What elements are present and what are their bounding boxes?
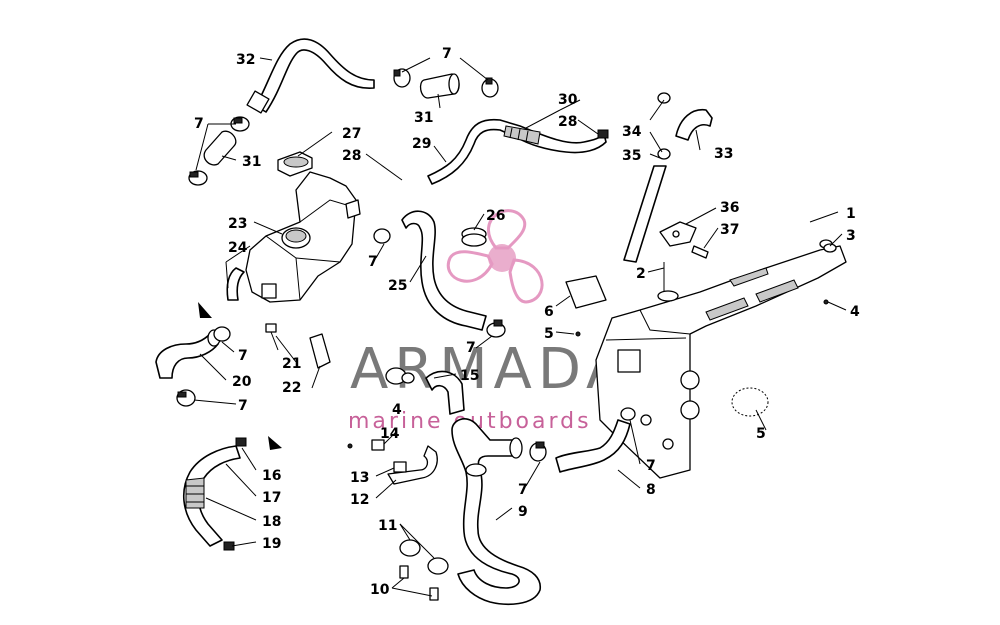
callout-19: 19 xyxy=(262,536,281,552)
callout-36: 36 xyxy=(720,200,739,216)
callout-31-top: 31 xyxy=(414,110,433,126)
hose-9 xyxy=(451,418,542,605)
bracket-36 xyxy=(659,221,697,247)
callout-11: 11 xyxy=(378,518,397,534)
callout-21: 21 xyxy=(282,356,301,372)
hose-25 xyxy=(401,210,487,331)
fastener-4-right xyxy=(823,299,829,305)
callout-15: 15 xyxy=(460,368,479,384)
clamps-34 xyxy=(657,92,671,160)
callout-5-center: 5 xyxy=(544,326,554,342)
callout-7-bottom: 7 xyxy=(518,482,528,498)
callout-17: 17 xyxy=(262,490,281,506)
bracket-22 xyxy=(309,333,331,369)
callout-27: 27 xyxy=(342,126,361,142)
callout-20: 20 xyxy=(232,374,252,390)
arrow-marker-upper xyxy=(198,302,212,318)
callout-4-right: 4 xyxy=(850,304,860,320)
callout-10: 10 xyxy=(370,582,390,598)
clamp-7-lower-right xyxy=(529,441,547,462)
hose-35 xyxy=(623,165,667,263)
coupler-31-top xyxy=(419,73,460,99)
leader-lines xyxy=(193,57,847,597)
callout-29: 29 xyxy=(412,136,431,152)
clamps-11 xyxy=(399,539,449,575)
pad-6 xyxy=(565,275,607,309)
callout-4-center: 4 xyxy=(392,402,402,418)
callout-18: 18 xyxy=(262,514,281,530)
bracket-12 xyxy=(387,445,438,485)
hose-24 xyxy=(226,267,245,301)
propeller-icon xyxy=(446,209,544,304)
callout-24: 24 xyxy=(228,240,248,256)
callout-1: 1 xyxy=(846,206,856,222)
callout-30: 30 xyxy=(558,92,578,108)
callout-2: 2 xyxy=(636,266,646,282)
callout-7-left-mid: 7 xyxy=(238,348,248,364)
callout-7-left-upper: 7 xyxy=(194,116,204,132)
callout-37: 37 xyxy=(720,222,739,238)
callout-7-top: 7 xyxy=(442,46,452,62)
callout-28-left: 28 xyxy=(342,148,361,164)
clamp-7-top-left xyxy=(393,68,411,88)
callout-9: 9 xyxy=(518,504,528,520)
hose-33 xyxy=(675,109,713,141)
spring-26 xyxy=(461,227,487,247)
coolant-tank-23 xyxy=(245,171,361,303)
callout-7-left-lower: 7 xyxy=(238,398,248,414)
callout-8: 8 xyxy=(646,482,656,498)
callout-13: 13 xyxy=(350,470,369,486)
callout-7-center: 7 xyxy=(466,340,476,356)
fastener-14 xyxy=(347,439,385,451)
callout-32: 32 xyxy=(236,52,255,68)
bolt-37 xyxy=(691,245,709,259)
clamp-7-lower-left xyxy=(176,389,196,407)
hose-15 xyxy=(425,370,465,415)
hose-32 xyxy=(246,38,375,114)
armada-logo: ARMADA marine outboards xyxy=(348,209,624,434)
hose-17-18 xyxy=(182,437,247,551)
hose-29-30 xyxy=(427,118,609,185)
fastener-3 xyxy=(823,243,837,253)
clamp-7-top-right xyxy=(481,77,499,98)
clamp-7-center-left xyxy=(385,367,415,385)
callout-26: 26 xyxy=(486,208,505,224)
callout-35: 35 xyxy=(622,148,641,164)
clamp-7-mid-left xyxy=(213,326,231,342)
callout-23: 23 xyxy=(228,216,247,232)
callout-7-mid: 7 xyxy=(368,254,378,270)
bolt-21 xyxy=(265,323,279,351)
hose-8 xyxy=(555,407,636,473)
coupler-31-left xyxy=(203,130,237,166)
clamp-7-left-lower xyxy=(188,170,208,186)
clip-13 xyxy=(393,461,407,473)
callout-28-right: 28 xyxy=(558,114,577,130)
callout-5-right: 5 xyxy=(756,426,766,442)
callout-33: 33 xyxy=(714,146,733,162)
radiator-frame-1 xyxy=(595,239,847,479)
callout-22: 22 xyxy=(282,380,301,396)
clamp-7-mid xyxy=(373,228,391,244)
callout-31-left: 31 xyxy=(242,154,261,170)
callout-labels: 1 2 3 4 4 5 5 6 7 7 7 7 7 7 7 7 8 9 10 1… xyxy=(194,46,860,598)
clamp-7-center xyxy=(486,319,506,338)
callout-25: 25 xyxy=(388,278,407,294)
cap-27 xyxy=(277,151,313,177)
callout-16: 16 xyxy=(262,468,281,484)
callout-14: 14 xyxy=(380,426,400,442)
callout-6: 6 xyxy=(544,304,554,320)
callout-34: 34 xyxy=(622,124,642,140)
hose-20 xyxy=(155,329,221,379)
arrow-marker-lower xyxy=(268,436,282,450)
stud-2 xyxy=(657,262,679,302)
fastener-5 xyxy=(575,331,581,337)
callout-7-right: 7 xyxy=(646,458,656,474)
callout-3: 3 xyxy=(846,228,856,244)
fan-cover xyxy=(731,387,769,417)
callout-12: 12 xyxy=(350,492,369,508)
